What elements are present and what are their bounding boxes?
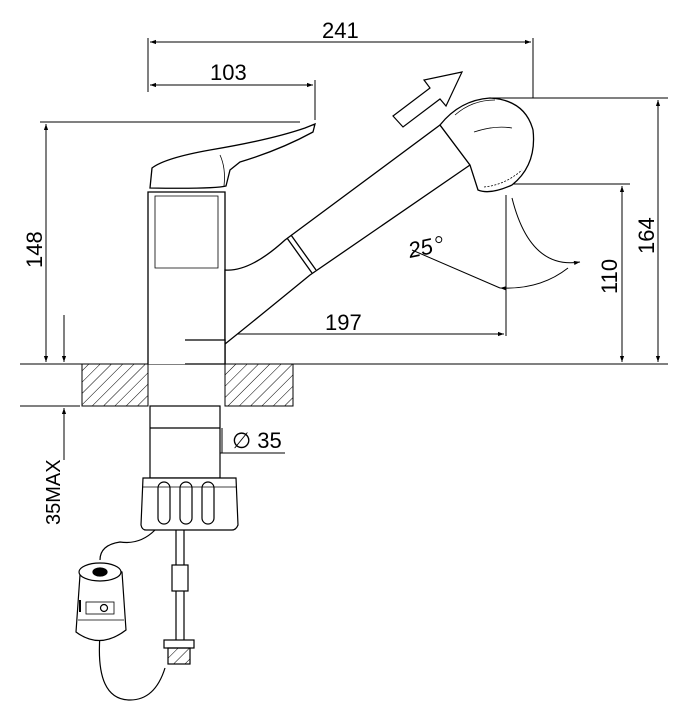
hose [98,529,166,701]
dim-110: 110 [597,259,622,294]
dim-arc-25 [511,197,581,266]
countertop-section [20,363,294,407]
supply-pipe-fitting [167,647,191,665]
threaded-shank [149,405,221,479]
dim-148: 148 [22,231,47,268]
pull-direction-arrow [392,71,464,128]
dim-25-label: 25 [405,233,443,263]
mounting-assembly [140,405,239,665]
countertop-left [81,363,149,407]
countertop-right [224,363,294,407]
dim-241: 241 [322,18,359,43]
spout-neck [224,124,471,346]
dim-164: 164 [634,217,659,254]
dim-197: 197 [325,310,362,335]
dim-103: 103 [210,60,247,85]
faucet-body [147,97,535,365]
pull-out-spray-head [439,97,535,193]
dimension-lines [43,39,661,460]
svg-text:25: 25 [405,233,436,263]
lever-handle [149,122,316,189]
dim-dia35: ∅ 35 [232,428,282,453]
dim-35max: 35MAX [43,459,65,525]
supply-pipe-coupling [171,564,189,592]
hose-weight-assembly [75,529,166,701]
